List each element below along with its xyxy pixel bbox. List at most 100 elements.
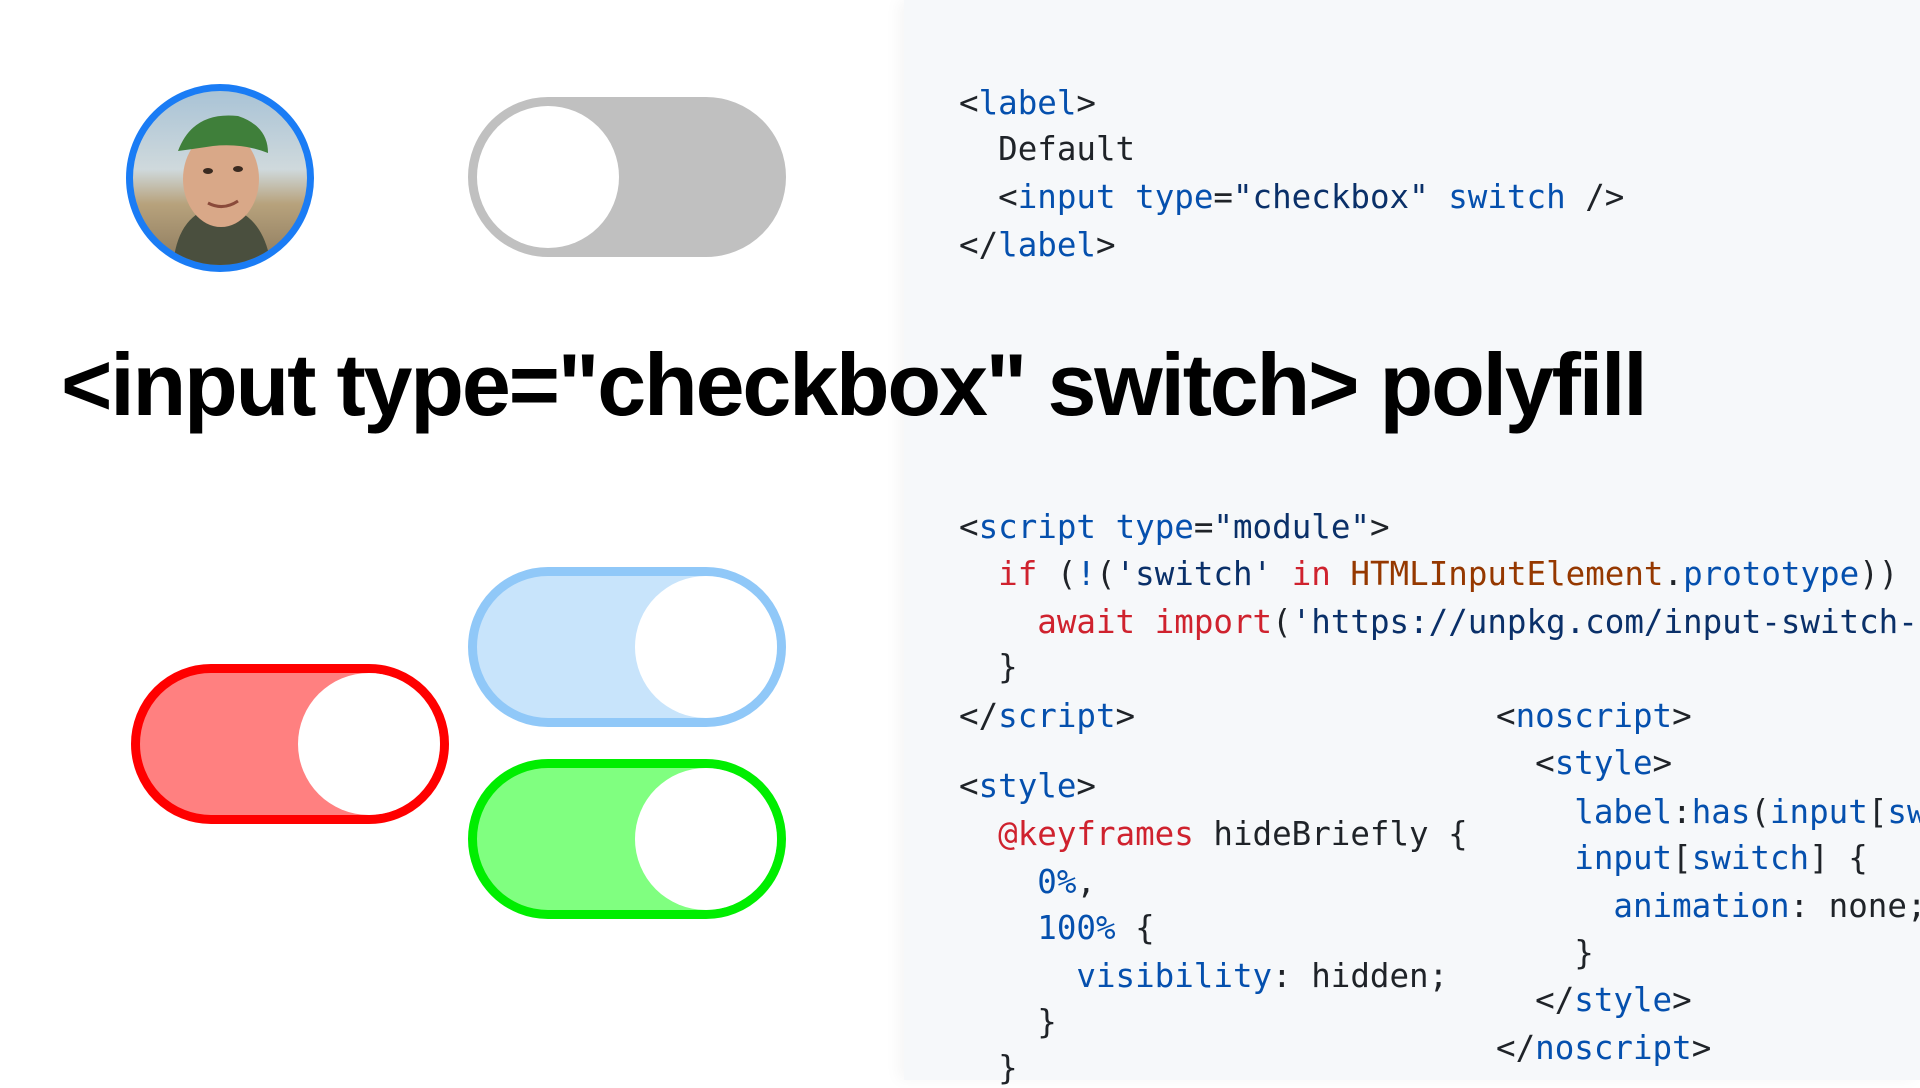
code-panel: [904, 0, 1920, 1080]
code-token: (: [1272, 603, 1292, 641]
code-line: label:has(input[sw: [1496, 792, 1920, 832]
code-token: <: [1496, 697, 1516, 735]
code-token: sw: [1887, 793, 1920, 831]
code-token: switch: [1448, 178, 1566, 216]
code-token: input: [1769, 793, 1868, 831]
code-token: 0%: [1037, 863, 1077, 901]
code-token: @keyframes: [998, 815, 1194, 853]
code-token: >: [1691, 1029, 1712, 1067]
code-token: HTMLInputElement: [1350, 555, 1664, 593]
code-token: label: [998, 226, 1096, 264]
code-line: }: [959, 1048, 1018, 1088]
switch-knob: [635, 768, 777, 910]
code-token: [: [1672, 839, 1692, 877]
code-token: animation: [1613, 887, 1790, 925]
code-token: [1496, 839, 1574, 877]
code-line: 100% {: [959, 908, 1155, 948]
code-line: 0%,: [959, 862, 1096, 902]
code-token: (: [1750, 793, 1770, 831]
code-line: }: [959, 1002, 1057, 1042]
avatar: [126, 84, 314, 272]
code-token: [959, 863, 1037, 901]
code-token: :: [1672, 793, 1692, 831]
switch-knob: [298, 673, 440, 815]
code-line: animation: none;: [1496, 886, 1920, 926]
switch-green-on[interactable]: [468, 759, 786, 919]
code-token: [1496, 887, 1613, 925]
code-token: }: [959, 648, 1018, 686]
code-token: has: [1691, 793, 1751, 831]
code-token: visibility: [1076, 957, 1273, 995]
switch-knob: [477, 106, 619, 248]
code-token: script: [978, 508, 1096, 546]
code-token: </: [1496, 981, 1575, 1019]
code-line: }: [959, 647, 1018, 687]
code-token: : none;: [1789, 887, 1920, 925]
code-token: [1116, 178, 1136, 216]
switch-blue-on[interactable]: [468, 567, 786, 727]
code-token: <: [959, 767, 979, 805]
code-token: if: [998, 555, 1038, 593]
code-token: style: [1554, 744, 1653, 782]
code-token: type: [1115, 508, 1194, 546]
code-line: <script type="module">: [959, 507, 1390, 547]
code-token: <: [959, 508, 979, 546]
switch-default-off[interactable]: [468, 97, 786, 257]
code-line: </script>: [959, 696, 1135, 736]
code-token: [1135, 603, 1155, 641]
code-token: (: [1096, 555, 1116, 593]
code-token: "module": [1213, 508, 1370, 546]
code-token: label: [978, 84, 1077, 122]
code-token: {: [1115, 909, 1155, 947]
code-token: >: [1095, 226, 1116, 264]
code-token: </: [1496, 1029, 1536, 1067]
code-line: <label>: [959, 83, 1096, 123]
code-token: script: [998, 697, 1116, 735]
code-line: if (!('switch' in HTMLInputElement.proto…: [959, 554, 1898, 594]
code-token: [959, 555, 998, 593]
code-token: [1496, 793, 1574, 831]
code-token: >: [1652, 744, 1673, 782]
code-token: <: [959, 178, 1018, 216]
code-token: await: [1037, 603, 1136, 641]
code-line: await import('https://unpkg.com/input-sw…: [959, 602, 1918, 642]
code-token: 'https://unpkg.com/input-switch-: [1291, 603, 1918, 641]
code-line: </label>: [959, 225, 1116, 265]
code-token: />: [1565, 178, 1625, 216]
code-line: </style>: [1496, 980, 1692, 1020]
code-token: )): [1859, 555, 1899, 593]
code-token: : hidden;: [1272, 957, 1449, 995]
code-token: in: [1291, 555, 1331, 593]
code-line: </noscript>: [1496, 1028, 1711, 1068]
code-token: hideBriefly {: [1193, 815, 1468, 853]
code-token: </: [959, 697, 999, 735]
code-line: visibility: hidden;: [959, 956, 1448, 996]
code-token: >: [1672, 697, 1692, 735]
code-token: !: [1076, 555, 1096, 593]
code-token: >: [1672, 981, 1692, 1019]
code-token: import: [1154, 603, 1273, 641]
code-token: type: [1135, 178, 1214, 216]
code-line: input[switch] {: [1496, 838, 1868, 878]
code-line: }: [1496, 933, 1594, 973]
code-token: [1429, 178, 1449, 216]
code-token: [1331, 555, 1351, 593]
code-token: [959, 957, 1076, 995]
code-token: [959, 909, 1037, 947]
code-line: <noscript>: [1496, 696, 1692, 736]
code-token: =: [1193, 508, 1214, 546]
code-token: [1096, 508, 1116, 546]
code-token: }: [1496, 934, 1594, 972]
code-token: }: [959, 1049, 1018, 1087]
switch-red-on[interactable]: [131, 664, 449, 824]
code-token: =: [1213, 178, 1233, 216]
switch-knob: [635, 576, 777, 718]
code-token: 100%: [1037, 909, 1116, 947]
code-token: <: [959, 84, 979, 122]
code-token: }: [959, 1003, 1057, 1041]
code-token: >: [1076, 767, 1096, 805]
code-token: .: [1663, 555, 1684, 593]
code-token: prototype: [1683, 555, 1860, 593]
code-token: [959, 815, 998, 853]
avatar-photo-icon: [173, 115, 271, 265]
